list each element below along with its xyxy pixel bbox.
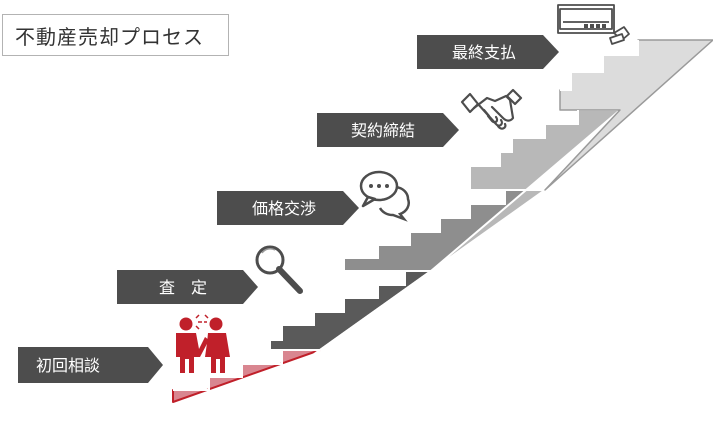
diagram-title: 不動産売却プロセス <box>2 14 229 56</box>
step-label-3: 価格交渉 <box>252 199 316 218</box>
consultation-people-icon <box>176 314 230 373</box>
step-arrow-4: 契約締結 <box>317 113 459 147</box>
step-arrow-2: 査 定 <box>117 270 258 304</box>
stair-section-5 <box>544 39 713 191</box>
payment-terminal-icon <box>557 4 630 45</box>
stair-section-4 <box>430 109 621 272</box>
stair-step-edges <box>173 40 639 391</box>
step-arrow-1: 初回相談 <box>18 347 163 383</box>
step-arrow-5: 最終支払 <box>417 35 559 69</box>
step-arrow-3: 価格交渉 <box>217 191 359 225</box>
step-label-1: 初回相談 <box>36 356 100 375</box>
speech-bubble-icon <box>359 170 410 222</box>
step-label-2: 査 定 <box>159 278 207 297</box>
handshake-icon <box>460 88 523 130</box>
magnifier-icon <box>255 245 303 294</box>
step-label-5: 最終支払 <box>452 43 516 62</box>
stair-section-1 <box>172 349 321 403</box>
step-label-4: 契約締結 <box>351 121 415 140</box>
